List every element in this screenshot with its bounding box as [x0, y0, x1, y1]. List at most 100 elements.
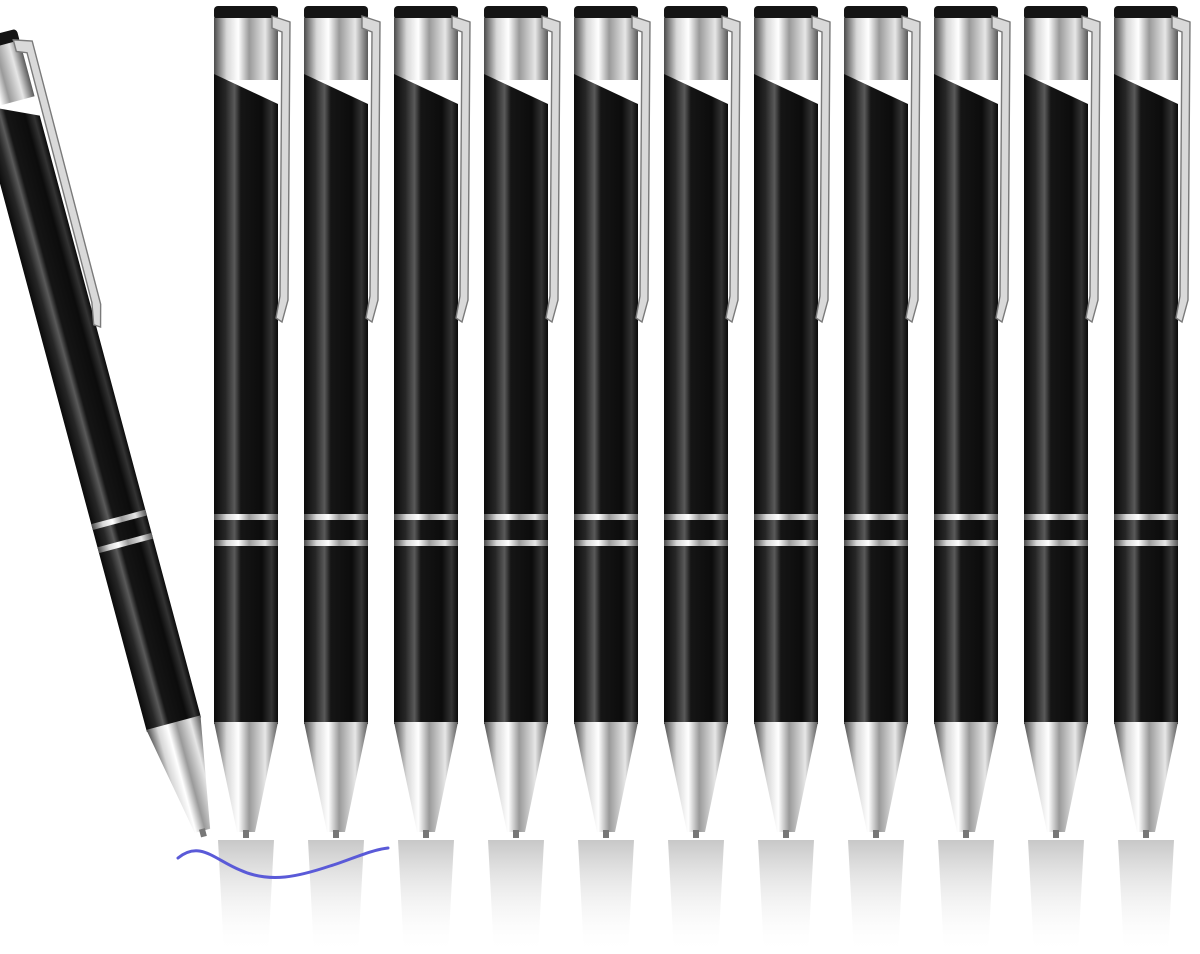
pen-tip-cone — [304, 722, 368, 832]
pen-barrel — [1024, 74, 1088, 724]
pen-3 — [394, 6, 471, 954]
pen-tip-cone — [574, 722, 638, 832]
pen-chrome-cap — [754, 18, 818, 80]
pen-barrel — [484, 74, 548, 724]
pen-ballpoint — [1143, 830, 1149, 838]
pen-top-button — [304, 6, 368, 20]
pen-top-button — [1114, 6, 1178, 20]
pen-barrel — [664, 74, 728, 724]
pen-reflection — [218, 840, 274, 954]
pen-top-button — [394, 6, 458, 20]
pen-ring — [664, 540, 728, 546]
pen-top-button — [934, 6, 998, 20]
pen-barrel — [754, 74, 818, 724]
pen-clip — [991, 15, 1011, 324]
pen-chrome-cap — [0, 40, 35, 111]
pen-ballpoint — [423, 830, 429, 838]
pen-clip — [631, 15, 651, 324]
pen-reflection — [488, 840, 544, 954]
pen-barrel — [1114, 74, 1178, 724]
pen-ring — [574, 514, 638, 520]
pen-top-button — [844, 6, 908, 20]
pen-clip — [721, 15, 741, 324]
pen-chrome-cap — [934, 18, 998, 80]
pen-ring — [304, 514, 368, 520]
pen-barrel — [304, 74, 368, 724]
pen-clip — [1081, 15, 1101, 324]
pen-chrome-cap — [1024, 18, 1088, 80]
pen-top-button — [1024, 6, 1088, 20]
pen-tip-cone — [754, 722, 818, 832]
pen-clip — [541, 15, 561, 324]
pen-top-button — [574, 6, 638, 20]
pen-clip — [811, 15, 831, 324]
pen-ring — [484, 540, 548, 546]
pen-ring — [97, 532, 154, 554]
pen-chrome-cap — [664, 18, 728, 80]
pen-ring — [934, 540, 998, 546]
pen-ballpoint — [873, 830, 879, 838]
pen-ring — [754, 540, 818, 546]
pen-ring — [484, 514, 548, 520]
pen-ring — [304, 540, 368, 546]
pen-ring — [394, 514, 458, 520]
pen-reflection — [578, 840, 634, 954]
pen-tip-cone — [934, 722, 998, 832]
tilted-pen — [0, 29, 211, 838]
pen-chrome-cap — [844, 18, 908, 80]
pen-ring — [934, 514, 998, 520]
pen-barrel — [214, 74, 278, 724]
pen-ring — [754, 514, 818, 520]
pen-5 — [574, 6, 651, 954]
pen-tip-cone — [394, 722, 458, 832]
pen-top-button — [0, 29, 20, 56]
pen-reflection — [668, 840, 724, 954]
pen-tip-cone — [1024, 722, 1088, 832]
pen-barrel — [394, 74, 458, 724]
pen-ring — [664, 514, 728, 520]
pen-6 — [664, 6, 741, 954]
pen-tip-cone — [146, 715, 211, 833]
pen-ballpoint — [603, 830, 609, 838]
pen-tip-cone — [484, 722, 548, 832]
pen-ring — [574, 540, 638, 546]
pen-top-button — [484, 6, 548, 20]
pen-chrome-cap — [484, 18, 548, 80]
pen-ring — [1024, 540, 1088, 546]
pen-10 — [1024, 6, 1101, 954]
pen-top-button — [214, 6, 278, 20]
pen-clip — [1171, 15, 1191, 324]
pen-chrome-cap — [574, 18, 638, 80]
pen-11 — [1114, 6, 1191, 954]
pen-ring — [214, 540, 278, 546]
pen-top-button — [754, 6, 818, 20]
pen-ring — [394, 540, 458, 546]
pen-chrome-cap — [304, 18, 368, 80]
pen-tip-cone — [214, 722, 278, 832]
pen-tip-cone — [844, 722, 908, 832]
ink-scribble — [176, 846, 390, 880]
pen-reflection — [398, 840, 454, 954]
pen-ballpoint — [693, 830, 699, 838]
pen-8 — [844, 6, 921, 954]
pen-7 — [754, 6, 831, 954]
pen-ballpoint — [783, 830, 789, 838]
pen-ballpoint — [333, 830, 339, 838]
pen-tip-cone — [664, 722, 728, 832]
pen-clip — [451, 15, 471, 324]
pen-reflection — [1028, 840, 1084, 954]
pen-reflection — [938, 840, 994, 954]
pen-ring — [1024, 514, 1088, 520]
pen-9 — [934, 6, 1011, 954]
pen-ballpoint — [1053, 830, 1059, 838]
pen-2 — [304, 6, 381, 954]
pen-ballpoint — [243, 830, 249, 838]
pen-chrome-cap — [1114, 18, 1178, 80]
pen-barrel — [934, 74, 998, 724]
pen-chrome-cap — [394, 18, 458, 80]
pen-ring — [844, 514, 908, 520]
pen-barrel — [844, 74, 908, 724]
pen-tip-cone — [1114, 722, 1178, 832]
